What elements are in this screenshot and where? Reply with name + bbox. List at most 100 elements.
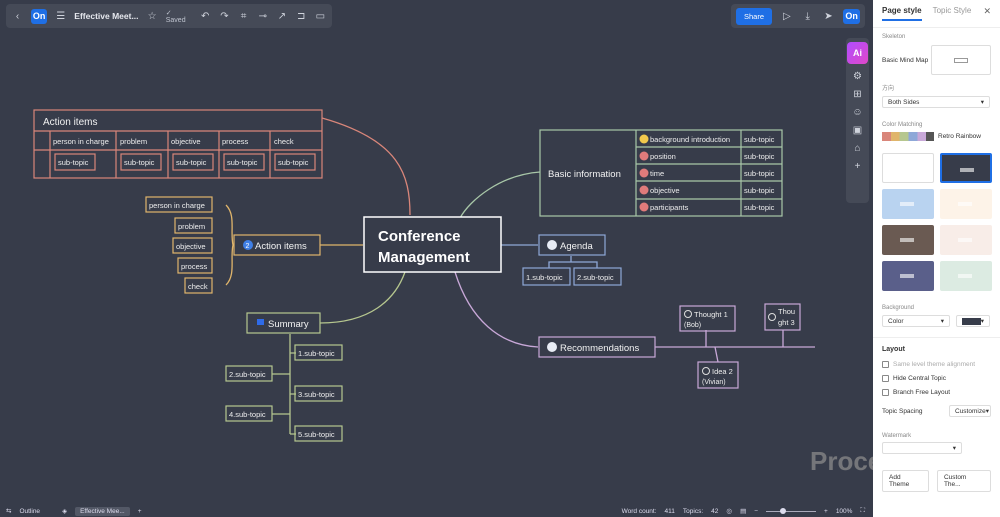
structure-icon[interactable]: ⊞ [853, 89, 862, 100]
summary-item-4[interactable]: 4.sub-topic [229, 410, 266, 419]
theme-option[interactable] [882, 153, 934, 183]
skeleton-preview[interactable] [931, 45, 991, 75]
background-color-picker[interactable]: ▾ [956, 315, 990, 327]
basic-row-5[interactable]: participants [650, 203, 689, 212]
theme-option[interactable] [940, 153, 992, 183]
app-logo[interactable]: On [31, 8, 48, 24]
action2-label[interactable]: Action items [255, 241, 307, 252]
back-icon[interactable]: ‹ [15, 10, 20, 22]
action-subtopic[interactable]: sub-topic [227, 158, 258, 167]
action-col-2[interactable]: problem [120, 137, 147, 146]
summary-item-3[interactable]: 3.sub-topic [298, 390, 335, 399]
zoom-slider-thumb[interactable] [780, 507, 787, 514]
download-icon[interactable]: ⤓ [805, 10, 810, 22]
action-col-4[interactable]: process [222, 137, 249, 146]
color-swatch[interactable] [882, 132, 934, 141]
summary-bracket-icon[interactable]: ⊐ [297, 10, 306, 22]
direction-select[interactable]: Both Sides▾ [882, 96, 990, 108]
layers-icon[interactable]: ◈ [62, 508, 68, 515]
idea2-line1[interactable]: Idea 2 [712, 367, 733, 376]
user-avatar[interactable]: On [843, 8, 860, 24]
mind-map-canvas[interactable]: Action items person in charge problem ob… [0, 0, 873, 505]
star-icon[interactable]: ☆ [147, 10, 157, 22]
connector-icon[interactable]: ↗ [277, 10, 287, 22]
basic-subtopic[interactable]: sub-topic [744, 203, 775, 212]
frame-icon[interactable]: ▭ [315, 10, 326, 22]
menu-icon[interactable]: ☰ [56, 10, 66, 22]
share-button[interactable]: Share [736, 7, 773, 25]
central-topic[interactable] [363, 216, 502, 273]
zoom-slider[interactable] [766, 507, 817, 514]
basic-row-3[interactable]: time [650, 169, 664, 178]
outline-label[interactable]: Outline [19, 507, 41, 515]
theme-option[interactable] [940, 225, 992, 255]
basic-subtopic[interactable]: sub-topic [744, 135, 775, 144]
action-col-1[interactable]: person in charge [53, 137, 109, 146]
agenda-item-2[interactable]: 2.sub-topic [577, 273, 614, 282]
zoom-in-icon[interactable]: + [824, 507, 828, 515]
checkbox[interactable] [882, 389, 889, 396]
tag-icon[interactable]: ⌂ [854, 143, 861, 154]
close-icon[interactable]: ✕ [983, 6, 991, 16]
action-subtopic[interactable]: sub-topic [278, 158, 309, 167]
document-tab[interactable]: Effective Mee... [75, 506, 130, 516]
action2-item-4[interactable]: process [181, 262, 208, 271]
theme-option[interactable] [882, 225, 934, 255]
action2-item-1[interactable]: person in charge [149, 201, 205, 210]
thought3-line2[interactable]: ght 3 [778, 318, 795, 327]
ai-button[interactable]: Ai [847, 42, 868, 64]
present-icon[interactable]: ▷ [783, 10, 791, 22]
insert-topic-icon[interactable]: ⊸ [258, 10, 267, 22]
background-select[interactable]: Color▾ [882, 315, 950, 327]
action-col-5[interactable]: check [274, 137, 294, 146]
document-title[interactable]: Effective Meet... [74, 11, 139, 21]
basic-row-1[interactable]: background introduction [650, 135, 730, 144]
thought3-line1[interactable]: Thou [778, 307, 795, 316]
add-icon[interactable]: + [854, 161, 861, 172]
spacing-select[interactable]: Customize▾ [949, 405, 991, 417]
recommendations-label[interactable]: Recommendations [560, 343, 639, 354]
idea2-line2[interactable]: (Vivian) [702, 379, 726, 386]
tab-topic-style[interactable]: Topic Style [932, 6, 972, 15]
undo-icon[interactable]: ↶ [200, 10, 210, 22]
action-table-title[interactable]: Action items [43, 117, 97, 128]
locate-icon[interactable]: ◎ [726, 508, 733, 515]
format-painter-icon[interactable]: ⌗ [240, 10, 247, 22]
add-theme-button[interactable]: Add Theme [882, 470, 929, 492]
summary-label[interactable]: Summary [268, 319, 309, 330]
theme-option[interactable] [882, 189, 934, 219]
redo-icon[interactable]: ↷ [220, 10, 229, 22]
custom-theme-button[interactable]: Custom The... [936, 470, 991, 492]
summary-item-5[interactable]: 5.sub-topic [298, 430, 335, 439]
action-subtopic[interactable]: sub-topic [176, 158, 207, 167]
fullscreen-icon[interactable]: ⛶ [860, 507, 865, 514]
action-col-3[interactable]: objective [171, 137, 201, 146]
theme-option[interactable] [940, 261, 992, 291]
basic-row-4[interactable]: objective [650, 186, 680, 195]
agenda-label[interactable]: Agenda [560, 241, 593, 252]
basic-subtopic[interactable]: sub-topic [744, 169, 775, 178]
tab-page-style[interactable]: Page style [882, 6, 922, 21]
outline-icon[interactable]: ⇆ [6, 508, 12, 515]
checkbox[interactable] [882, 361, 889, 368]
basic-info-label[interactable]: Basic information [548, 169, 621, 180]
basic-subtopic[interactable]: sub-topic [744, 152, 775, 161]
action2-item-5[interactable]: check [188, 282, 208, 291]
image-icon[interactable]: ▣ [852, 125, 863, 136]
agenda-item-1[interactable]: 1.sub-topic [526, 273, 563, 282]
emoji-icon[interactable]: ☺ [852, 107, 863, 118]
zoom-out-icon[interactable]: − [754, 507, 759, 515]
watermark-select[interactable]: ▾ [882, 442, 962, 454]
send-icon[interactable]: ➤ [824, 10, 833, 22]
basic-subtopic[interactable]: sub-topic [744, 186, 775, 195]
thought1-line1[interactable]: Thought 1 [694, 310, 728, 319]
action2-item-2[interactable]: problem [178, 222, 205, 231]
theme-option[interactable] [940, 189, 992, 219]
action-subtopic[interactable]: sub-topic [58, 158, 89, 167]
add-tab-icon[interactable]: + [137, 507, 142, 515]
action-subtopic[interactable]: sub-topic [124, 158, 155, 167]
style-settings-icon[interactable]: ⚙ [853, 71, 862, 82]
theme-option[interactable] [882, 261, 934, 291]
action2-item-3[interactable]: objective [176, 242, 206, 251]
checkbox[interactable] [882, 375, 889, 382]
